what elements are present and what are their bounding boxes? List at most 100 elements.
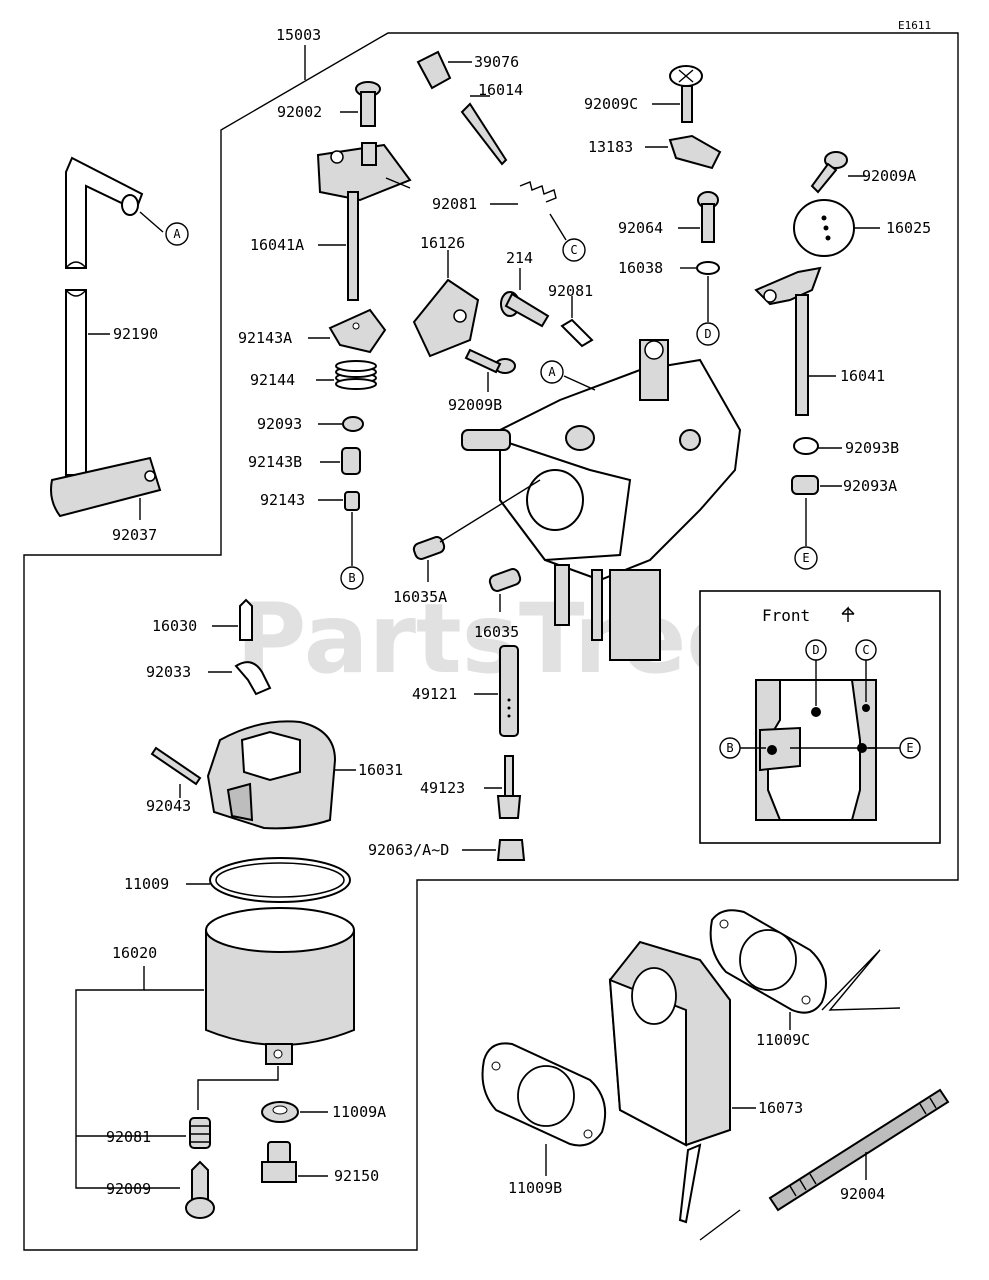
bowl-16020 <box>205 907 355 1065</box>
jet-49123 <box>496 755 522 819</box>
label-11009B: 11009B <box>508 1179 562 1197</box>
shaft-16041 <box>754 266 822 416</box>
label-92081-top: 92081 <box>432 195 477 213</box>
svg-text:C: C <box>862 643 869 657</box>
label-92009B: 92009B <box>448 396 502 414</box>
ref-circle-c <box>562 238 586 262</box>
label-92009A: 92009A <box>862 167 916 185</box>
carburetor-body <box>461 339 742 661</box>
spring-92081-mid <box>560 318 594 348</box>
label-92063: 92063/A~D <box>368 841 449 859</box>
label-11009C: 11009C <box>756 1031 810 1049</box>
label-92093: 92093 <box>257 415 302 433</box>
label-92037: 92037 <box>112 526 157 544</box>
screw-92009 <box>185 1160 215 1219</box>
gasket-11009 <box>209 857 351 903</box>
ref-circle-e <box>794 546 818 570</box>
screw-92064 <box>697 191 719 243</box>
label-16020: 16020 <box>112 944 157 962</box>
label-92143B: 92143B <box>248 453 302 471</box>
label-92033: 92033 <box>146 663 191 681</box>
svg-text:C: C <box>570 243 577 257</box>
label-16031: 16031 <box>358 761 403 779</box>
label-92081-mid: 92081 <box>548 282 593 300</box>
gasket-11009B <box>481 1042 606 1147</box>
svg-text:A: A <box>173 227 181 241</box>
fuel-pipe-92190 <box>65 156 144 476</box>
svg-text:E: E <box>906 741 913 755</box>
label-92064: 92064 <box>618 219 663 237</box>
bracket-13183 <box>668 134 722 170</box>
spring-92081-top <box>519 181 557 203</box>
needle-16030 <box>239 598 253 641</box>
label-92009C: 92009C <box>584 95 638 113</box>
label-49121: 49121 <box>412 685 457 703</box>
bushing-92093A <box>791 475 819 495</box>
label-16038: 16038 <box>618 259 663 277</box>
inset-ref-c <box>855 639 877 661</box>
label-92093A: 92093A <box>843 477 897 495</box>
plate-16025 <box>793 199 855 257</box>
svg-text:B: B <box>726 741 733 755</box>
ref-circle-a-left <box>165 222 189 246</box>
label-11009: 11009 <box>124 875 169 893</box>
svg-text:D: D <box>812 643 819 657</box>
pin-92043 <box>150 746 202 786</box>
label-16041: 16041 <box>840 367 885 385</box>
label-39076: 39076 <box>474 53 519 71</box>
stud-92004 <box>768 1088 950 1212</box>
label-16014: 16014 <box>478 81 523 99</box>
diagram-code: E1611 <box>898 19 931 32</box>
label-92150: 92150 <box>334 1167 379 1185</box>
jet-92063 <box>496 839 526 861</box>
label-16041A: 16041A <box>250 236 304 254</box>
washer-92093 <box>342 416 364 432</box>
bolt-92150 <box>261 1141 297 1183</box>
svg-text:D: D <box>704 327 711 341</box>
label-92143A: 92143A <box>238 329 292 347</box>
label-92144: 92144 <box>250 371 295 389</box>
spring-92081-bottom <box>189 1117 211 1149</box>
assembly-boundary <box>23 32 959 1251</box>
screw-214 <box>500 291 550 328</box>
jet-16035 <box>488 568 522 592</box>
ref-circle-d <box>696 322 720 346</box>
watermark: PartsTree <box>236 583 751 695</box>
label-16035: 16035 <box>474 623 519 641</box>
washer-92093B <box>793 437 819 455</box>
float-16031 <box>206 720 337 830</box>
label-92043: 92043 <box>146 797 191 815</box>
clamp-92037 <box>50 456 162 518</box>
label-92002: 92002 <box>277 103 322 121</box>
inset-ref-b <box>719 737 741 759</box>
label-16126: 16126 <box>420 234 465 252</box>
label-16025: 16025 <box>886 219 931 237</box>
bushing-92143 <box>344 491 360 511</box>
plate-92143A <box>328 308 387 354</box>
label-16073: 16073 <box>758 1099 803 1117</box>
clip-92033 <box>234 661 272 696</box>
svg-text:E: E <box>802 551 809 565</box>
plate-16126 <box>412 278 480 358</box>
screw-92002 <box>355 81 381 127</box>
label-92190: 92190 <box>113 325 158 343</box>
svg-text:A: A <box>548 365 556 379</box>
label-49123: 49123 <box>420 779 465 797</box>
label-92093B: 92093B <box>845 439 899 457</box>
label-16035A: 16035A <box>393 588 447 606</box>
oring-16038 <box>696 261 720 275</box>
label-11009A: 11009A <box>332 1103 386 1121</box>
cap-39076 <box>416 50 452 90</box>
label-214: 214 <box>506 249 533 267</box>
tube-49121 <box>499 645 519 737</box>
shaft-16041A <box>316 142 412 301</box>
svg-text:B: B <box>348 571 355 585</box>
bushing-92143B <box>341 447 361 475</box>
front-view-inset: Front D C B E <box>699 590 941 844</box>
ref-circle-a-body <box>540 360 564 384</box>
inset-ref-e <box>899 737 921 759</box>
label-13183: 13183 <box>588 138 633 156</box>
label-92143: 92143 <box>260 491 305 509</box>
front-arrow-icon <box>841 606 855 622</box>
